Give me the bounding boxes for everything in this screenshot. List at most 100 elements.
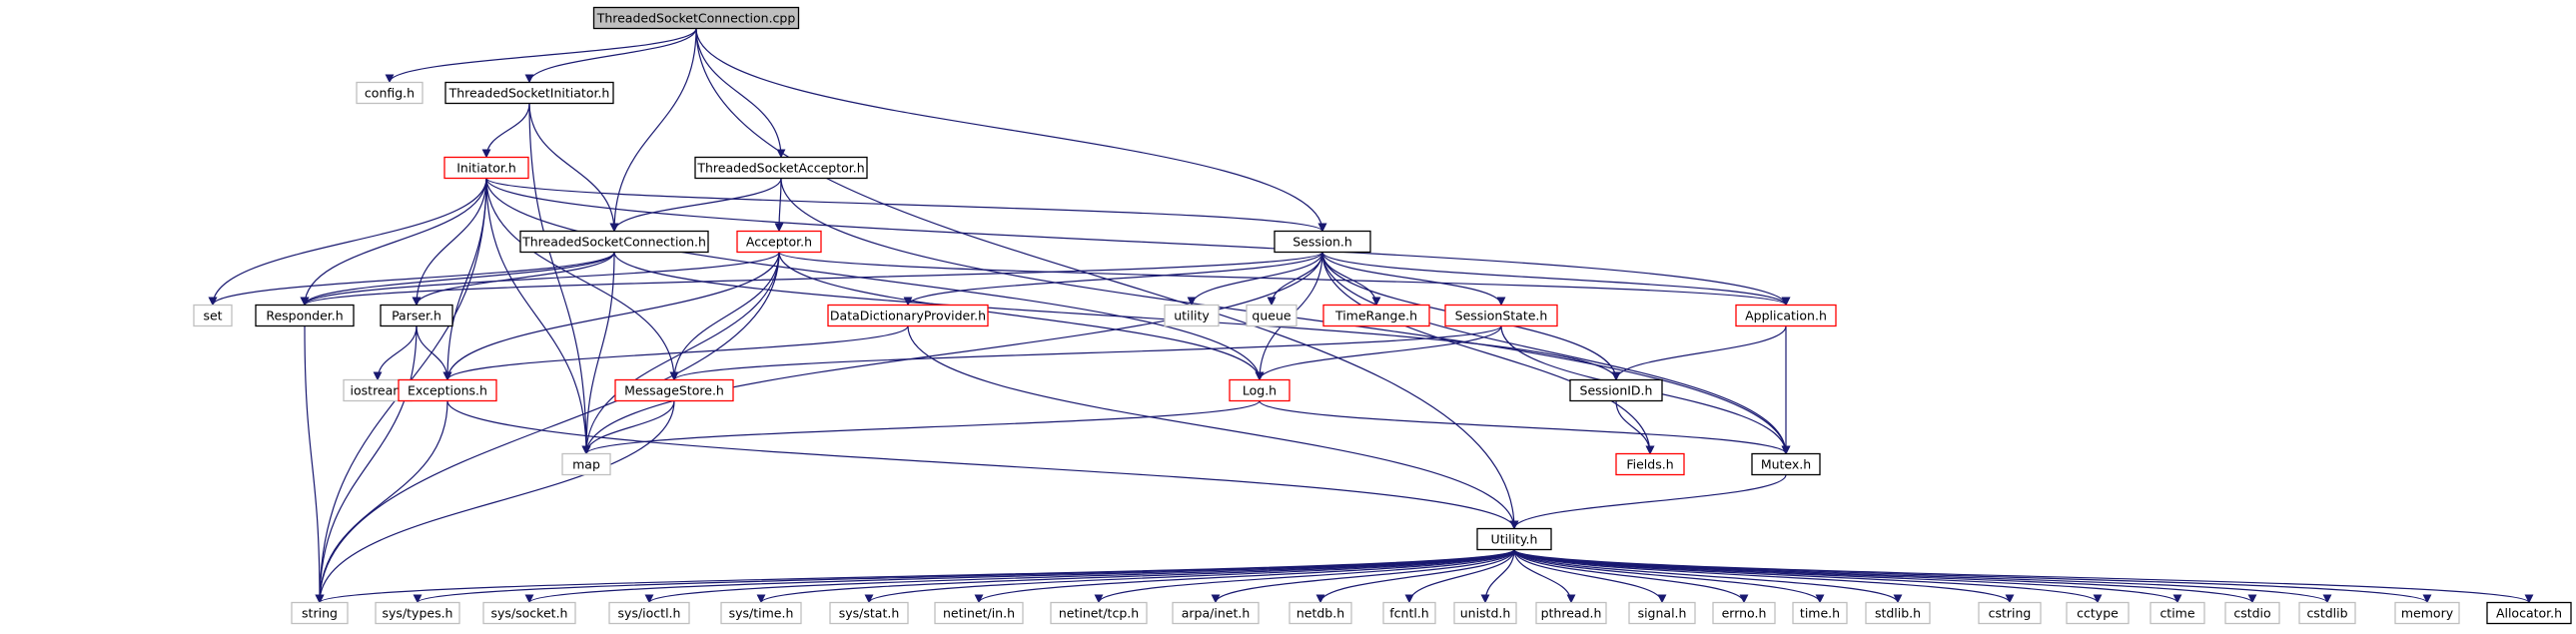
node-arpa-inet-h: arpa/inet.h [1172,601,1260,625]
node-box-mutex-h[interactable] [1751,452,1821,476]
node-box-log-h[interactable] [1229,378,1290,402]
node-utility-h[interactable]: Utility.h [1476,527,1552,551]
edge-utilityh-to-errno [1513,549,1749,604]
node-label-fields-h: Fields.h [1626,457,1673,472]
node-label-allocator-h: Allocator.h [2496,606,2562,621]
node-box-threadedsocketinitiator-h[interactable] [444,81,614,105]
node-set: set [193,304,233,327]
node-box-unistd-h [1453,601,1517,625]
node-acceptor-h[interactable]: Acceptor.h [736,230,822,254]
node-box-exceptions-h[interactable] [398,378,497,402]
edge-utilityh-to-fcntl [1404,549,1515,604]
node-box-threadedsocketacceptor-h[interactable] [694,156,868,180]
node-ctime: ctime [2149,601,2205,625]
node-box-initiator-h[interactable] [443,156,529,180]
node-queue: queue [1246,304,1297,327]
node-label-sys-stat-h: sys/stat.h [839,606,900,621]
edge-acceptor-to-string [315,252,780,604]
node-label-datadictionaryprovider-h: DataDictionaryProvider.h [830,309,986,323]
edge-tsc-to-map [581,252,615,455]
node-box-application-h[interactable] [1735,304,1837,327]
node-label-initiator-h: Initiator.h [456,161,516,176]
node-box-string [291,601,349,625]
dependency-edges [208,28,2534,604]
edge-responder-to-string [304,325,325,604]
node-session-h[interactable]: Session.h [1274,230,1371,254]
node-box-session-h[interactable] [1274,230,1371,254]
edge-root-to-session [695,28,1327,233]
node-cstring: cstring [1978,601,2042,625]
node-threadedsocketconnection-cpp[interactable]: ThreadedSocketConnection.cpp [592,6,800,30]
node-signal-h: signal.h [1628,601,1696,625]
node-threadedsocketinitiator-h[interactable]: ThreadedSocketInitiator.h [444,81,614,105]
node-label-fcntl-h: fcntl.h [1389,606,1428,621]
node-netinet-in-h: netinet/in.h [934,601,1024,625]
node-box-stdlib-h [1865,601,1931,625]
node-threadedsocketacceptor-h[interactable]: ThreadedSocketAcceptor.h [694,156,868,180]
edge-session-to-map [581,252,1323,455]
node-sys-types-h: sys/types.h [375,601,460,625]
node-fields-h[interactable]: Fields.h [1615,452,1685,476]
edge-utilityh-to-cstring [1513,548,2015,604]
node-box-utility-h[interactable] [1476,527,1552,551]
edge-parser-to-string [315,325,418,604]
node-label-queue: queue [1252,309,1290,323]
node-mutex-h[interactable]: Mutex.h [1751,452,1821,476]
edge-session-to-fields [1321,252,1655,455]
edge-root-to-config [385,28,697,84]
node-label-errno-h: errno.h [1722,606,1767,621]
node-config-h: config.h [356,81,424,105]
node-label-timerange-h: TimeRange.h [1334,309,1417,323]
node-exceptions-h[interactable]: Exceptions.h [398,378,497,402]
node-allocator-h[interactable]: Allocator.h [2486,601,2572,625]
node-responder-h[interactable]: Responder.h [255,304,355,327]
node-box-datadictionaryprovider-h[interactable] [827,304,989,327]
node-label-iostream: iostream [351,383,406,398]
edge-utilityh-to-timeh [1513,549,1825,604]
node-box-fields-h[interactable] [1615,452,1685,476]
node-box-set [193,304,233,327]
node-application-h[interactable]: Application.h [1735,304,1837,327]
node-datadictionaryprovider-h[interactable]: DataDictionaryProvider.h [827,304,989,327]
node-box-sys-stat-h [829,601,909,625]
node-messagestore-h[interactable]: MessageStore.h [614,378,734,402]
edge-initiator-to-log [485,178,1265,381]
node-box-queue [1246,304,1297,327]
node-box-threadedsocketconnection-cpp[interactable] [592,6,800,30]
node-label-time-h: time.h [1800,606,1840,621]
node-threadedsocketconnection-h[interactable]: ThreadedSocketConnection.h [519,230,709,254]
edge-initiator-to-application [485,178,1791,307]
edge-utilityh-to-string [315,548,1515,604]
edge-utilityh-to-signal [1513,549,1667,604]
node-timerange-h[interactable]: TimeRange.h [1322,304,1430,327]
node-box-acceptor-h[interactable] [736,230,822,254]
node-box-sys-types-h [375,601,460,625]
node-label-sessionstate-h: SessionState.h [1455,309,1548,323]
node-box-messagestore-h[interactable] [614,378,734,402]
node-box-parser-h[interactable] [380,304,453,327]
edge-parser-to-iostream [373,325,418,381]
node-parser-h[interactable]: Parser.h [380,304,453,327]
node-label-messagestore-h: MessageStore.h [624,383,724,398]
node-log-h[interactable]: Log.h [1229,378,1290,402]
node-initiator-h[interactable]: Initiator.h [443,156,529,180]
node-sessionid-h[interactable]: SessionID.h [1569,378,1663,402]
edge-tsa-to-acceptor [774,178,784,233]
node-label-memory: memory [2401,606,2454,621]
node-box-cstring [1978,601,2042,625]
node-sessionstate-h[interactable]: SessionState.h [1444,304,1558,327]
edge-tsa-to-tsc [609,178,782,233]
node-box-timerange-h[interactable] [1322,304,1430,327]
node-cstdio: cstdio [2224,601,2280,625]
node-label-utility: utility [1174,309,1210,323]
node-box-threadedsocketconnection-h[interactable] [519,230,709,254]
node-box-sessionid-h[interactable] [1569,378,1663,402]
node-box-sessionstate-h[interactable] [1444,304,1558,327]
node-box-responder-h[interactable] [255,304,355,327]
node-sys-time-h: sys/time.h [720,601,802,625]
node-box-allocator-h[interactable] [2486,601,2572,625]
edge-utilityh-to-arpainet [1211,549,1515,604]
node-label-cstdio: cstdio [2233,606,2270,621]
node-label-mutex-h: Mutex.h [1761,457,1811,472]
